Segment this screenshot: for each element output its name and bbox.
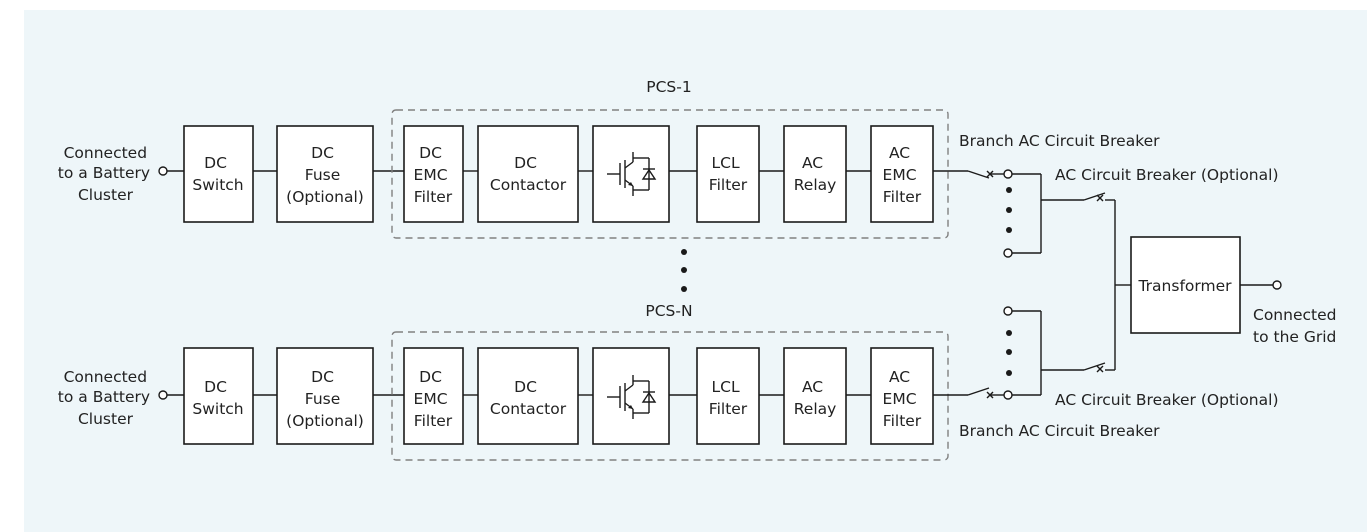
battery-connection-label: Connected to a Battery Cluster	[58, 144, 155, 204]
pcs-1-chain: Connected to a Battery Cluster DC Switch…	[58, 78, 1279, 258]
igbt-module-box	[592, 347, 670, 445]
ac-breaker-label: AC Circuit Breaker (Optional)	[1055, 391, 1279, 409]
igbt-diode-icon	[607, 375, 657, 419]
branch-breaker-label: Branch AC Circuit Breaker	[959, 422, 1160, 440]
dc-contactor-label: DC Contactor	[490, 154, 567, 194]
pcs-n-frame	[391, 331, 949, 461]
dc-emc-filter-box	[403, 347, 464, 445]
lcl-filter-label: LCL Filter	[709, 378, 748, 418]
pcs-n-title: PCS-N	[645, 302, 692, 320]
dc-fuse-label: DC Fuse (Optional)	[286, 368, 364, 430]
ac-breaker-label: AC Circuit Breaker (Optional)	[1055, 166, 1279, 184]
branch-breaker-label: Branch AC Circuit Breaker	[959, 132, 1160, 150]
ac-emc-filter-label: AC EMC Filter	[883, 368, 922, 430]
battery-terminal	[158, 166, 168, 176]
branch-ac-breaker-symbol	[967, 169, 1013, 179]
dc-fuse-label: DC Fuse (Optional)	[286, 144, 364, 206]
ac-emc-filter-box	[870, 347, 934, 445]
igbt-diode-icon	[607, 152, 657, 196]
grid-terminal	[1272, 280, 1282, 290]
dc-switch-box	[183, 347, 254, 445]
battery-connection-label: Connected to a Battery Cluster	[58, 368, 155, 428]
dc-switch-box	[183, 125, 254, 223]
dc-switch-label: DC Switch	[192, 154, 243, 194]
ac-emc-filter-label: AC EMC Filter	[883, 144, 922, 206]
dc-fuse-box	[276, 347, 374, 445]
ac-relay-label: AC Relay	[794, 154, 837, 194]
dc-fuse-box	[276, 125, 374, 223]
transformer-label: Transformer	[1137, 277, 1232, 295]
battery-terminal	[158, 390, 168, 400]
ac-relay-box	[783, 347, 847, 445]
grid-connection-label: Connected to the Grid	[1253, 306, 1341, 346]
lcl-filter-box	[696, 347, 760, 445]
dc-emc-filter-box	[403, 125, 464, 223]
igbt-module-box	[592, 125, 670, 223]
lcl-filter-box	[696, 125, 760, 223]
dc-emc-filter-label: DC EMC Filter	[414, 368, 453, 430]
dc-contactor-label: DC Contactor	[490, 378, 567, 418]
ac-emc-filter-box	[870, 125, 934, 223]
pcs-n-chain: Connected to a Battery Cluster DC Switch…	[58, 302, 1279, 461]
dc-switch-label: DC Switch	[192, 378, 243, 418]
pcs-1-frame	[391, 109, 949, 239]
ac-breaker-optional-symbol	[1083, 362, 1115, 373]
ac-relay-box	[783, 125, 847, 223]
ac-breaker-optional-symbol	[1083, 192, 1115, 202]
dc-contactor-box	[477, 347, 579, 445]
lcl-filter-label: LCL Filter	[709, 154, 748, 194]
dc-contactor-box	[477, 125, 579, 223]
pcs-1-title: PCS-1	[646, 78, 691, 96]
branch-ac-breaker-symbol	[967, 387, 1013, 400]
transformer-box	[1130, 236, 1241, 334]
ac-relay-label: AC Relay	[794, 378, 837, 418]
dc-emc-filter-label: DC EMC Filter	[414, 144, 453, 206]
